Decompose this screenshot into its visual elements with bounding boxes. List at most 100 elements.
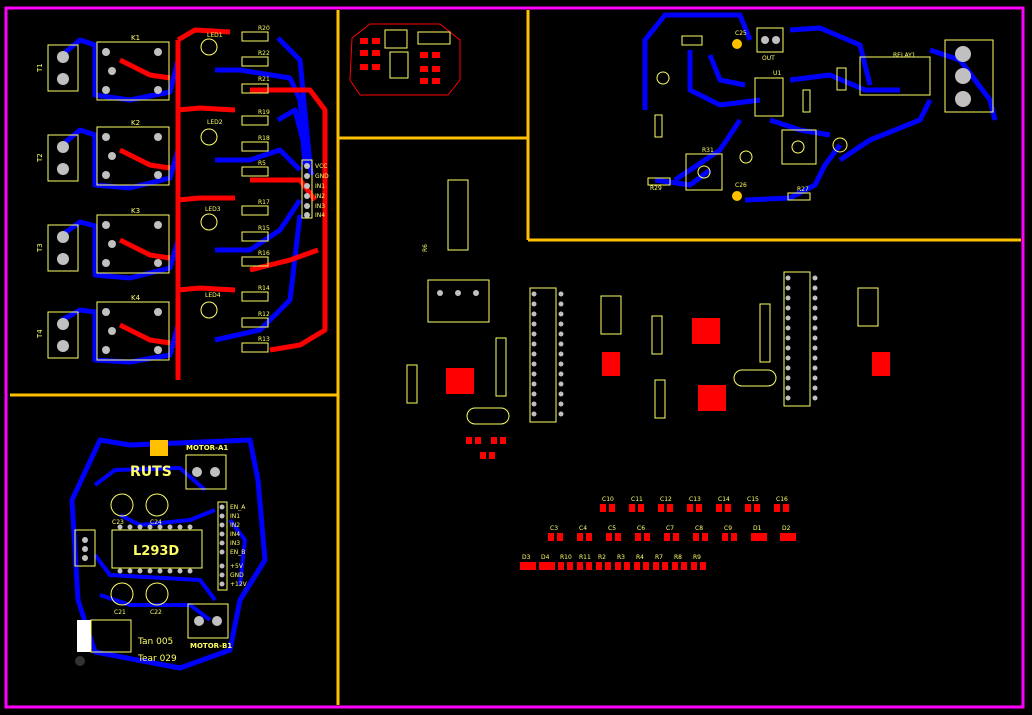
relay-label-1: K1 bbox=[131, 34, 140, 42]
motor-b-label: MOTOR-B1 bbox=[190, 642, 232, 650]
smd-pad bbox=[687, 504, 693, 512]
power-connector bbox=[74, 529, 96, 567]
resistor-label: R17 bbox=[258, 199, 270, 206]
cap-label-c22: C22 bbox=[150, 609, 162, 616]
smd-pad bbox=[606, 533, 612, 541]
logo-icon bbox=[150, 440, 168, 456]
regulators bbox=[446, 318, 890, 411]
smd-pad bbox=[658, 504, 664, 512]
resistor-label: R15 bbox=[258, 225, 270, 232]
r6-pot-body bbox=[427, 279, 490, 323]
smd-pad bbox=[609, 504, 615, 512]
smd-label: R2 bbox=[598, 554, 606, 561]
relay-label-2: K2 bbox=[131, 119, 140, 127]
motor-a-label: MOTOR-A1 bbox=[186, 444, 228, 452]
smd-label: R10 bbox=[560, 554, 572, 561]
smd-label: C12 bbox=[660, 496, 672, 503]
smd-pad bbox=[558, 562, 564, 570]
d1-led bbox=[832, 137, 848, 153]
motor-pin-in1: IN1 bbox=[230, 513, 240, 520]
header-pin-vcc: VCC bbox=[315, 163, 327, 170]
smd-pad bbox=[696, 504, 702, 512]
relay-panel: T1 T2 T3 T4 K1 K2 K3 K4 LED1 LED2 LED3 L… bbox=[36, 25, 329, 380]
relay-terminals bbox=[47, 44, 79, 359]
resistor-label: R13 bbox=[258, 336, 270, 343]
out-connector bbox=[756, 27, 784, 53]
smd-pad bbox=[615, 562, 621, 570]
smd-pad bbox=[596, 562, 602, 570]
smd-pad bbox=[638, 504, 644, 512]
motor-pin-in2: IN2 bbox=[230, 522, 240, 529]
motor-panel: MOTOR-A1 MOTOR-B1 RUTS L293D C23 C24 C21… bbox=[69, 437, 268, 671]
terminal-label-2: T2 bbox=[36, 153, 44, 163]
smd-label: R7 bbox=[655, 554, 663, 561]
small-smd bbox=[466, 437, 506, 459]
smd-label: R11 bbox=[579, 554, 591, 561]
terminal-label-1: T1 bbox=[36, 63, 44, 73]
smd-label: D1 bbox=[753, 525, 762, 532]
smd-pad bbox=[557, 533, 563, 541]
cap-label-c24: C24 bbox=[150, 519, 162, 526]
c26-cap bbox=[732, 191, 742, 201]
smd-pad bbox=[725, 504, 731, 512]
l293d-chip bbox=[111, 529, 203, 569]
smd-pad bbox=[586, 533, 592, 541]
resistor-label: R18 bbox=[258, 135, 270, 142]
sensor-label-r31: R31 bbox=[702, 147, 714, 154]
dc-jack bbox=[77, 620, 91, 652]
smd-pad bbox=[774, 504, 780, 512]
relay-pads bbox=[102, 48, 162, 354]
sensor-label-r27: R27 bbox=[797, 186, 809, 193]
relay-resistors bbox=[241, 31, 269, 353]
smd-pad bbox=[754, 504, 760, 512]
resistor-label: R20 bbox=[258, 25, 270, 32]
smd-label: C6 bbox=[637, 525, 645, 532]
crystals bbox=[466, 369, 777, 425]
smd-label: R4 bbox=[636, 554, 644, 561]
relay-header-pads bbox=[304, 163, 310, 218]
smd-pad bbox=[605, 562, 611, 570]
smd-pad bbox=[662, 562, 668, 570]
c25-cap bbox=[732, 39, 742, 49]
smd-label: C15 bbox=[747, 496, 759, 503]
motor-pin-in4: IN4 bbox=[230, 531, 240, 538]
motor-pin-en-b: EN_B bbox=[230, 549, 245, 556]
header-pin-in2: IN2 bbox=[315, 193, 325, 200]
smd-pad bbox=[691, 562, 697, 570]
smd-pad bbox=[635, 533, 641, 541]
motor-pin-12v: +12V bbox=[230, 581, 248, 588]
board-outline bbox=[4, 6, 1025, 709]
smd-pad bbox=[577, 562, 583, 570]
led-label-2: LED2 bbox=[207, 119, 223, 126]
smd-label: D4 bbox=[541, 554, 550, 561]
smd-pad bbox=[681, 562, 687, 570]
sensor-label-relay1: RELAY1 bbox=[893, 52, 916, 59]
smd-pad bbox=[700, 562, 706, 570]
led-label-3: LED3 bbox=[205, 206, 221, 213]
motor-a-connector bbox=[185, 454, 227, 490]
smd-label: R9 bbox=[693, 554, 701, 561]
sensor-panel: OUT U1 RELAY1 R31 C25 C26 R29 R27 bbox=[642, 12, 998, 203]
smd-pad bbox=[653, 562, 659, 570]
led-label-4: LED4 bbox=[205, 292, 221, 299]
led6 bbox=[656, 71, 670, 85]
footer-text-2: Tear 029 bbox=[137, 654, 177, 664]
relay-bottom-traces bbox=[60, 36, 315, 365]
smd-pad bbox=[673, 533, 679, 541]
smd-pad bbox=[643, 562, 649, 570]
smd-pad bbox=[624, 562, 630, 570]
resistor-label: R21 bbox=[258, 76, 270, 83]
smd-label: R8 bbox=[674, 554, 682, 561]
smd-pad bbox=[731, 533, 737, 541]
resistor-label: R16 bbox=[258, 250, 270, 257]
l293d-pads bbox=[117, 524, 193, 574]
smd-pad bbox=[548, 533, 554, 541]
footer-text-1: Tan 005 bbox=[137, 637, 173, 647]
smd-label: C5 bbox=[608, 525, 616, 532]
smd-label: R3 bbox=[617, 554, 625, 561]
